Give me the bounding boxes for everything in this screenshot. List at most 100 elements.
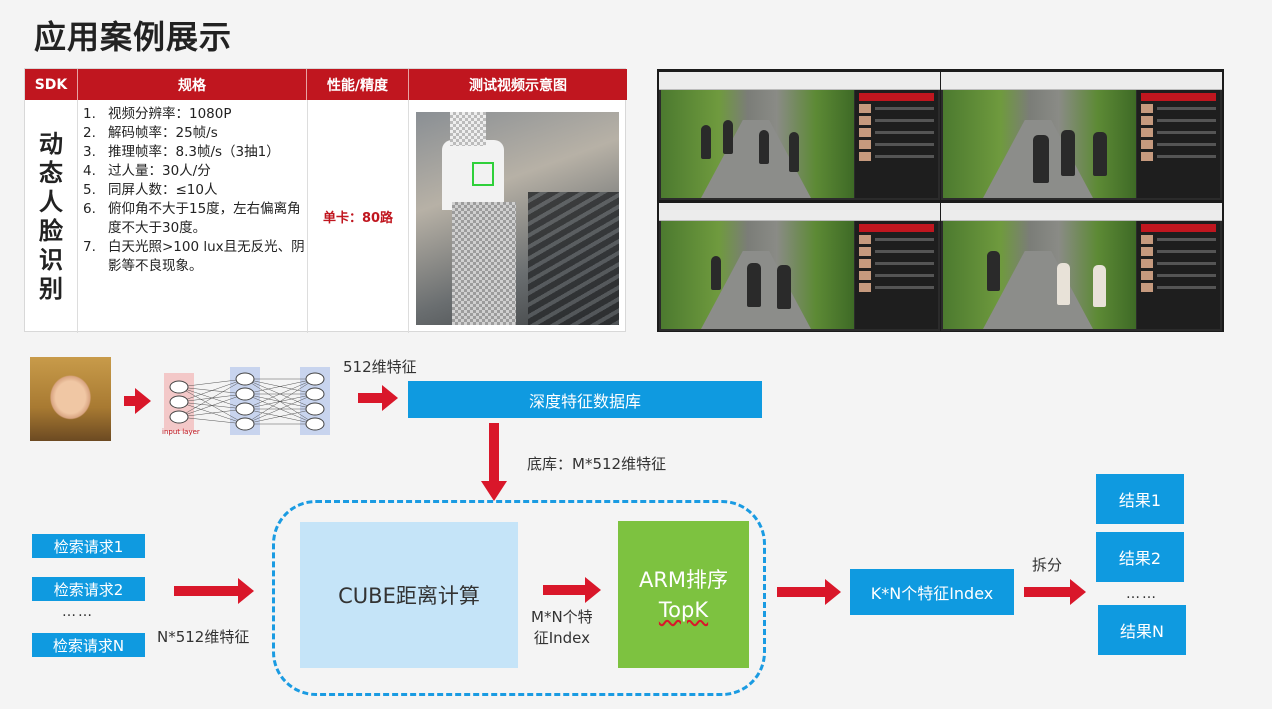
spec-item: 2. 解码帧率：25帧/s [83,124,307,143]
face-info [875,262,934,265]
face-info [1157,250,1216,253]
result-ellipsis: …… [1126,586,1158,602]
face-row [1141,283,1216,292]
face-thumb [859,116,871,125]
face-info [875,131,934,134]
face-thumb [1141,259,1153,268]
face-row [1141,271,1216,280]
face-thumb [1141,271,1153,280]
person-shape [711,256,721,290]
face-row [859,283,934,292]
face-row [1141,128,1216,137]
face-info [1157,119,1216,122]
face-thumb [1141,235,1153,244]
face-info [1157,286,1216,289]
result-n-box: 结果N [1098,605,1186,655]
face-info [1157,238,1216,241]
spec-num: 6. [83,201,96,217]
face-row [859,259,934,268]
walkway-scene [661,90,854,198]
video-pane [659,203,940,331]
face-info [1157,155,1216,158]
face-info [875,286,934,289]
face-info [1157,274,1216,277]
face-thumb [1141,152,1153,161]
panel-header [859,93,934,101]
arrow-down-shaft [489,423,499,483]
face-row [1141,140,1216,149]
walkway-scene [943,90,1136,198]
spec-item: 3. 推理帧率：8.3帧/s（3抽1） [83,143,307,162]
face-thumb [859,235,871,244]
table-header-spec: 规格 [78,69,307,100]
face-info [875,155,934,158]
face-info [875,274,934,277]
face-info [875,107,934,110]
spec-text: 视频分辨率：1080P [108,106,232,122]
walkway-scene [661,221,854,329]
mn-index-label: M*N个特 征Index [531,607,593,649]
test-video-image [416,112,619,325]
face-thumb [1141,247,1153,256]
row-label-char: 态 [39,158,63,187]
spec-item: 7.白天光照>100 lux且无反光、阴影等不良现象。 [83,238,307,276]
row-label-char: 动 [39,129,63,158]
spec-num: 2. [83,125,96,141]
face-thumb [859,247,871,256]
face-list-panel [1137,90,1220,198]
neural-network-icon [164,367,330,435]
face-row [859,271,934,280]
result-1-box: 结果1 [1096,474,1184,524]
person-shape [1061,130,1075,176]
face-thumb [1141,116,1153,125]
spec-item: 5.同屏人数：≤10人 [83,181,307,200]
face-info [1157,262,1216,265]
search-request-2: 检索请求2 [32,577,145,601]
face-photo [30,357,111,441]
spec-text: 解码帧率：25帧/s [108,125,218,141]
mn-index-label-line: M*N个特 [531,608,593,626]
arrow-down-icon [481,481,507,501]
person-shape [777,265,791,309]
browser-bar [941,203,1222,221]
row-label-char: 识 [39,245,63,274]
face-thumb [859,283,871,292]
face-thumb [859,128,871,137]
face-detection-box [472,162,494,186]
cube-distance-box: CUBE距离计算 [300,522,518,668]
panel-header [1141,224,1216,232]
topk-label: TopK [658,597,709,622]
arm-sort-box: ARM排序 TopK [618,521,749,668]
row-label-char: 脸 [39,216,63,245]
spec-text: 过人量：30人/分 [108,163,211,179]
spec-text: 推理帧率：8.3帧/s（3抽1） [108,144,280,160]
face-info [1157,107,1216,110]
row-label-face-recognition: 动 态 人 脸 识 别 [25,100,78,333]
video-pane [941,72,1222,200]
spec-text: 俯仰角不大于15度，左右偏离角度不大于30度。 [108,201,301,236]
row-label-char: 人 [39,187,63,216]
face-row [859,235,934,244]
spec-item: 4.过人量：30人/分 [83,162,307,181]
split-label: 拆分 [1032,556,1063,574]
spec-num: 5. [83,182,96,198]
panel-header [859,224,934,232]
feature-dim-label: 512维特征 [343,358,417,376]
person-shape [1093,265,1106,307]
spec-table: SDK 规格 性能/精度 测试视频示意图 动 态 人 脸 识 别 1.视频分辨率… [24,68,627,333]
blurred-face-image [450,112,486,146]
face-info [1157,131,1216,134]
person-shape [1057,263,1070,305]
person-shape [747,263,761,307]
face-thumb [859,259,871,268]
arm-sort-label: ARM排序 [638,567,729,592]
feature-database-box: 深度特征数据库 [408,381,762,418]
face-row [1141,116,1216,125]
face-info [875,238,934,241]
face-row [1141,152,1216,161]
spec-list: 1.视频分辨率：1080P 2.解码帧率：25帧/s 3.推理帧率：8.3帧/s… [83,105,307,276]
video-pane [941,203,1222,331]
person-shape [723,120,733,154]
spec-num: 3. [83,144,96,160]
spec-text: 白天光照>100 lux且无反光、阴影等不良现象。 [108,239,305,274]
